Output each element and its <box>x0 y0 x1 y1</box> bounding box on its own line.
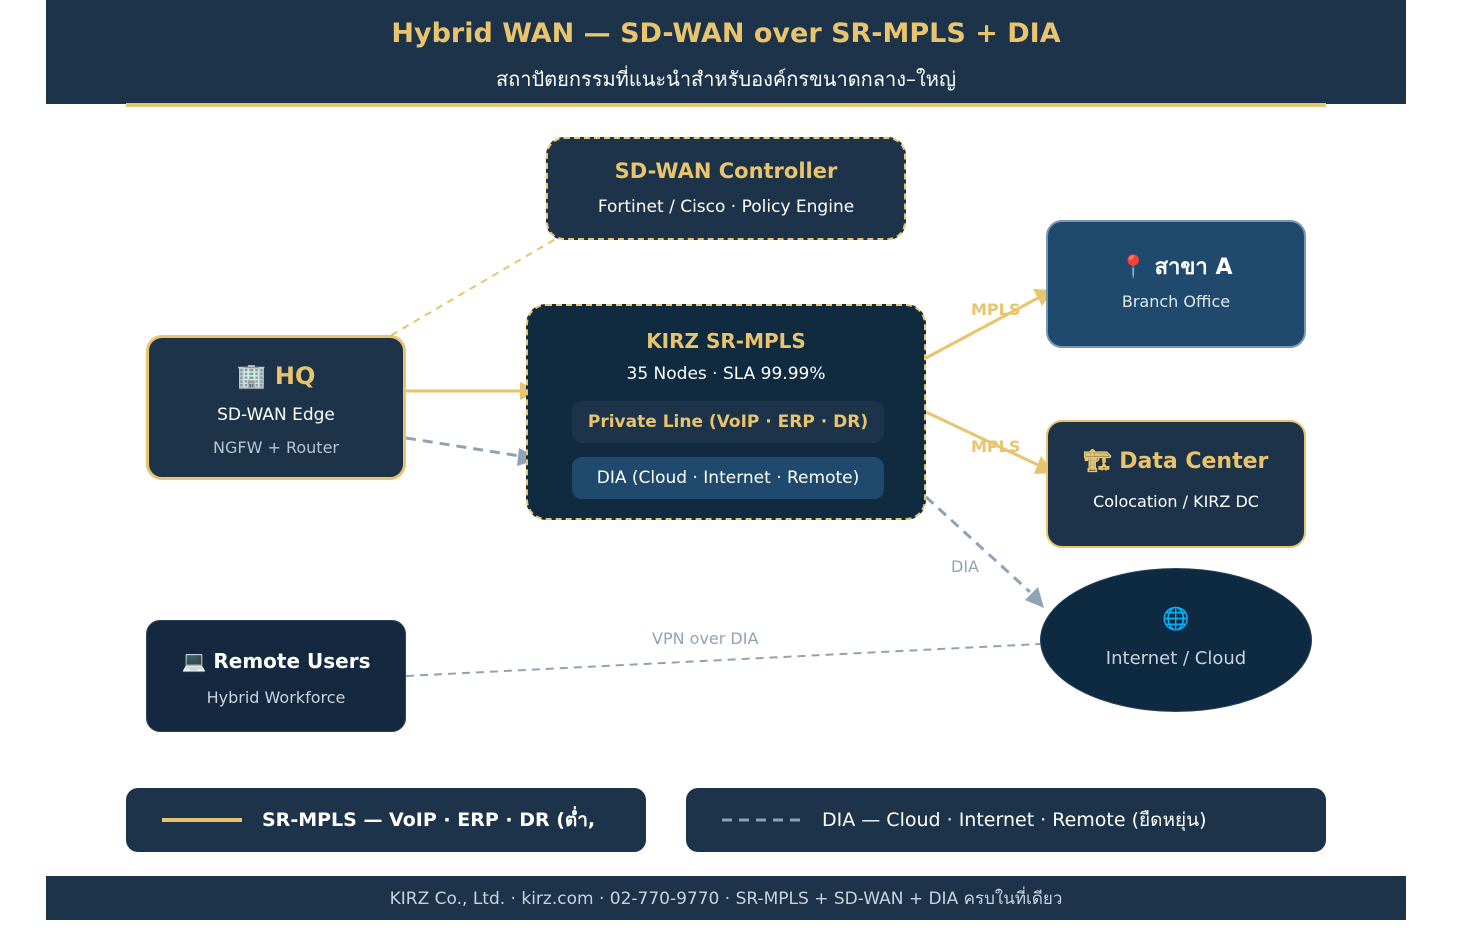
location-pin-icon: 📍 <box>1119 255 1147 280</box>
branch-subtitle: Branch Office <box>1121 292 1231 311</box>
dc-subtitle: Colocation / KIRZ DC <box>1093 492 1259 511</box>
arrow-mpls-cloud <box>1025 587 1044 608</box>
legend-dia-swatch <box>722 818 802 822</box>
link-mpls-branch <box>925 296 1039 360</box>
footer: KIRZ Co., Ltd. · kirz.com · 02-770-9770 … <box>46 876 1406 920</box>
hq-title-row: 🏢 HQ <box>149 362 403 390</box>
link-mpls-dc <box>925 410 1039 467</box>
sdwan-controller-node[interactable]: SD-WAN Controller Fortinet / Cisco · Pol… <box>546 137 906 240</box>
dc-title-row: 🏗 Data Center <box>1048 449 1304 474</box>
page-title: Hybrid WAN — SD-WAN over SR-MPLS + DIA <box>391 18 1061 49</box>
legend-mpls-swatch <box>162 818 242 822</box>
branch-title: สาขา A <box>1154 255 1233 280</box>
header-divider <box>126 103 1326 107</box>
remote-title: Remote Users <box>213 649 371 673</box>
hq-title: HQ <box>274 362 316 390</box>
internet-cloud-node[interactable]: 🌐 Internet / Cloud <box>1040 568 1312 712</box>
data-center-node[interactable]: 🏗 Data Center Colocation / KIRZ DC <box>1046 420 1306 548</box>
private-line-pill: Private Line (VoIP · ERP · DR) <box>572 401 884 443</box>
link-mpls-cloud <box>924 495 1032 594</box>
dc-title: Data Center <box>1119 449 1269 474</box>
hq-node[interactable]: 🏢 HQ SD-WAN Edge NGFW + Router <box>146 335 406 480</box>
legend-mpls: SR-MPLS — VoIP · ERP · DR (ต่ำ, ปลอดภัย) <box>126 788 646 895</box>
globe-icon: 🌐 <box>1162 607 1190 632</box>
building-icon: 🏢 <box>236 362 267 390</box>
edge-label-mpls-branch: MPLS <box>971 300 1021 319</box>
edge-label-dia: DIA <box>951 557 979 576</box>
legend-dia-label: DIA — Cloud · Internet · Remote (ยืดหยุ่… <box>822 809 1207 831</box>
header-banner: Hybrid WAN — SD-WAN over SR-MPLS + DIA ส… <box>46 0 1406 104</box>
legend-dia: DIA — Cloud · Internet · Remote (ยืดหยุ่… <box>686 788 1326 852</box>
cloud-title: Internet / Cloud <box>1105 648 1247 669</box>
controller-subtitle: Fortinet / Cisco · Policy Engine <box>597 197 855 217</box>
dia-pill: DIA (Cloud · Internet · Remote) <box>572 457 884 499</box>
link-remote-cloud <box>405 643 1041 677</box>
laptop-icon: 💻 <box>181 649 207 673</box>
remote-users-node[interactable]: 💻 Remote Users Hybrid Workforce <box>146 620 406 732</box>
link-hq-controller <box>365 219 589 351</box>
page-subtitle: สถาปัตยกรรมที่แนะนำสำหรับองค์กรขนาดกลาง–… <box>495 67 957 91</box>
branch-node[interactable]: 📍 สาขา A Branch Office <box>1046 220 1306 348</box>
sr-mpls-node[interactable]: KIRZ SR-MPLS 35 Nodes · SLA 99.99% Priva… <box>526 304 926 520</box>
construction-icon: 🏗 <box>1083 449 1112 474</box>
hq-line1: SD-WAN Edge <box>217 405 335 425</box>
remote-subtitle: Hybrid Workforce <box>206 688 346 707</box>
controller-title: SD-WAN Controller <box>614 159 838 183</box>
mpls-title: KIRZ SR-MPLS <box>646 329 806 353</box>
branch-title-row: 📍 สาขา A <box>1048 249 1304 284</box>
edge-label-vpn: VPN over DIA <box>652 629 759 648</box>
link-hq-dia <box>405 436 521 458</box>
edge-label-mpls-dc: MPLS <box>971 437 1021 456</box>
hq-line2: NGFW + Router <box>213 438 339 457</box>
mpls-subtitle: 35 Nodes · SLA 99.99% <box>626 364 826 384</box>
remote-title-row: 💻 Remote Users <box>147 649 405 673</box>
